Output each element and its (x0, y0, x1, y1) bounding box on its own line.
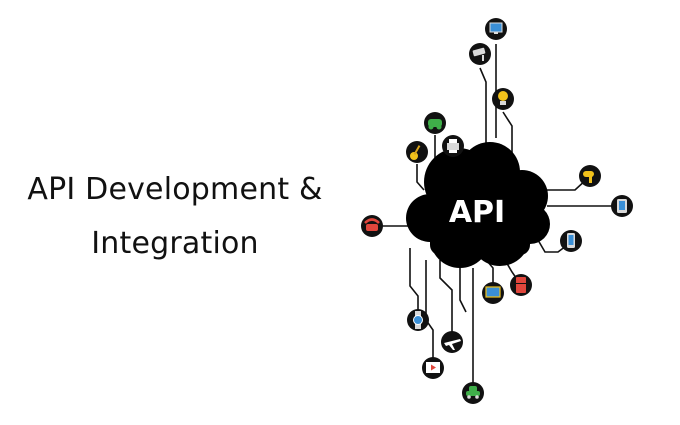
television-icon (485, 286, 501, 298)
guitar-icon (410, 145, 421, 160)
gamepad-icon (428, 119, 442, 130)
line-watch (409, 248, 419, 320)
smartwatch-icon (413, 311, 423, 329)
node-guitar (406, 141, 428, 163)
line-plane (439, 260, 453, 342)
node-tablet (611, 195, 633, 217)
node-gamepad (424, 112, 446, 134)
line-cctv (479, 67, 487, 148)
node-fridge (510, 274, 532, 296)
security-camera-icon (472, 47, 486, 61)
connector-lines (372, 44, 620, 393)
api-cloud (406, 142, 550, 268)
node-plane (441, 331, 463, 353)
node-bulb (492, 88, 514, 110)
node-telephone (361, 215, 383, 237)
line-bulb (502, 111, 513, 162)
line-extra (459, 265, 467, 313)
printer-icon (447, 139, 459, 153)
light-bulb-icon (498, 91, 508, 105)
video-play-icon (426, 362, 440, 373)
node-mobile (560, 230, 582, 252)
airplane-icon (444, 339, 461, 350)
line-guitar (416, 164, 425, 191)
cloud-label: API (449, 195, 505, 230)
hair-dryer-icon (583, 171, 594, 183)
node-video (422, 357, 444, 379)
tablet-icon (617, 199, 627, 213)
headline-line-2: Integration (91, 226, 259, 261)
line-video (425, 260, 434, 368)
node-watch (407, 309, 429, 331)
telephone-icon (364, 218, 380, 231)
monitor-icon (489, 22, 503, 34)
node-printer (442, 135, 464, 157)
node-hairdryer (579, 165, 601, 187)
mobile-phone-icon (567, 233, 575, 248)
node-car (462, 382, 484, 404)
refrigerator-icon (516, 277, 526, 293)
node-monitor (485, 18, 507, 40)
car-icon (466, 386, 480, 399)
node-tv (482, 282, 504, 304)
node-cctv (469, 43, 491, 65)
headline-line-1: API Development & (27, 172, 323, 207)
